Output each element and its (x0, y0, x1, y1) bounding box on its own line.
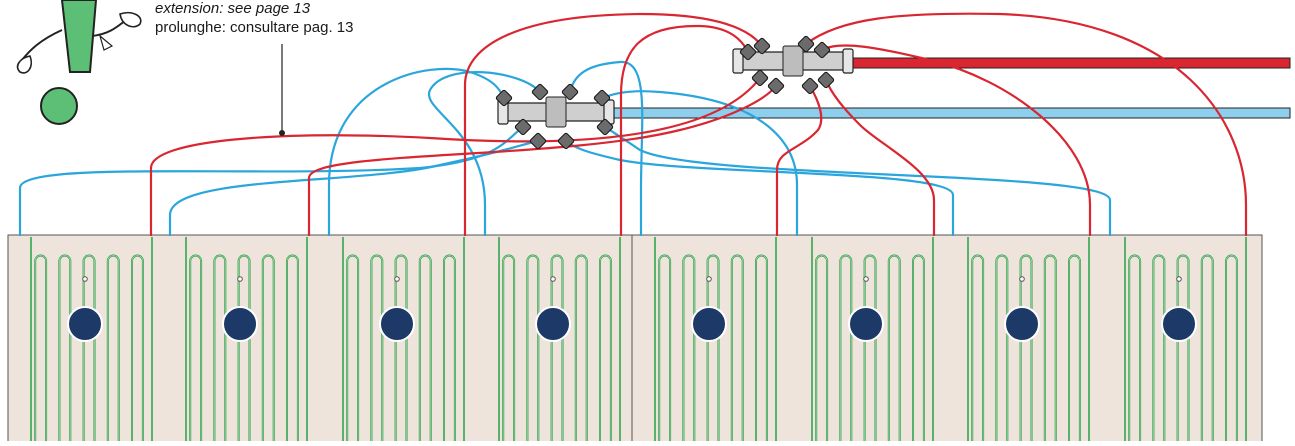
return-pipe-r8 (604, 126, 1112, 236)
floor-panels (7, 234, 1263, 446)
zone-6-pipe-loops (811, 237, 934, 445)
zone-5-pipe-loops (654, 237, 777, 445)
flow-pipe-m5 (775, 85, 823, 236)
manifold-end-right (842, 48, 854, 74)
outlet-fitting (495, 89, 513, 107)
extension-note-italian: prolunghe: consultare pag. 13 (155, 19, 354, 36)
return-pipe-r1 (18, 126, 524, 236)
mascot-body (60, 0, 98, 73)
outlet-fitting (767, 77, 785, 95)
outlet-fitting (596, 118, 614, 136)
pipe-loop-highlight (30, 237, 153, 445)
flow-pipe-m4 (619, 24, 749, 236)
pipe-loop-highlight (811, 237, 934, 445)
outlet-fitting (529, 132, 547, 150)
extension-note-english: extension: see page 13 (155, 0, 311, 17)
screw-dot (706, 276, 712, 282)
return-pipe-r7 (565, 140, 955, 236)
floor-panel-right (631, 234, 1263, 446)
pipe-loop-highlight (498, 237, 621, 445)
zone-6-badge (848, 306, 884, 342)
mascot-arm-right (91, 19, 127, 37)
return-pipe-r4 (427, 71, 541, 236)
pipe-loop-highlight (342, 237, 465, 445)
flow-pipe-m2 (307, 85, 777, 236)
return-manifold-fittings (495, 83, 614, 150)
outlet-fitting (817, 71, 835, 89)
screw-dot (237, 276, 243, 282)
outlet-fitting (531, 83, 549, 101)
mascot-arm-left (21, 29, 63, 61)
return-pipe-r2 (168, 139, 539, 236)
pipe-loop-highlight (967, 237, 1090, 445)
flow-main-pipe (847, 57, 1291, 69)
return-pipe-r3 (327, 67, 505, 236)
mascot-pointer (98, 34, 114, 51)
flow-pipe-m8 (805, 12, 1248, 236)
screw-dot (82, 276, 88, 282)
flow-pipe-m7 (821, 44, 1092, 236)
return-pipe-r6 (601, 90, 799, 236)
zone-2-pipe-loops (185, 237, 308, 445)
outlet-fitting (557, 132, 575, 150)
flow-pipe-m1 (149, 77, 761, 236)
screw-dot (394, 276, 400, 282)
outlet-fitting (813, 41, 831, 59)
screw-dot (1176, 276, 1182, 282)
connection-pipes (18, 12, 1248, 236)
zone-3-badge (379, 306, 415, 342)
zone-5-badge (691, 306, 727, 342)
zone-1-pipe-loops (30, 237, 153, 445)
zone-4-badge (535, 306, 571, 342)
zone-7-badge (1004, 306, 1040, 342)
outlet-fitting (751, 69, 769, 87)
flow-pipe-m6 (824, 79, 936, 236)
screw-dot (550, 276, 556, 282)
manifold-center-block (545, 96, 567, 128)
screw-dot (863, 276, 869, 282)
outlet-fitting (801, 77, 819, 95)
flow-pipe-m3 (463, 12, 763, 236)
manifold-end-left (732, 48, 744, 74)
outlet-fitting (561, 83, 579, 101)
manifold-center-block (782, 45, 804, 77)
outlet-fitting (739, 43, 757, 61)
mascot-dot (40, 87, 78, 125)
flow-manifold-fittings (739, 35, 835, 95)
pipe-loop-highlight (185, 237, 308, 445)
zone-1-badge (67, 306, 103, 342)
outlet-fitting (593, 89, 611, 107)
pipe-loop-highlight (654, 237, 777, 445)
zone-8-pipe-loops (1124, 237, 1247, 445)
zone-2-badge (222, 306, 258, 342)
note-leader-dot (279, 130, 285, 136)
zone-3-pipe-loops (342, 237, 465, 445)
return-manifold-icon (497, 96, 615, 128)
flow-manifold-icon (732, 45, 854, 77)
mascot-hand-right (119, 11, 142, 28)
screw-dot (1019, 276, 1025, 282)
mascot-hand-left (16, 55, 33, 74)
outlet-fitting (753, 37, 771, 55)
zone-8-badge (1161, 306, 1197, 342)
exclamation-mascot-icon (16, 0, 142, 125)
outlet-fitting (514, 118, 532, 136)
zone-7-pipe-loops (967, 237, 1090, 445)
pipe-loop-highlight (1124, 237, 1247, 445)
zone-4-pipe-loops (498, 237, 621, 445)
outlet-fitting (797, 35, 815, 53)
